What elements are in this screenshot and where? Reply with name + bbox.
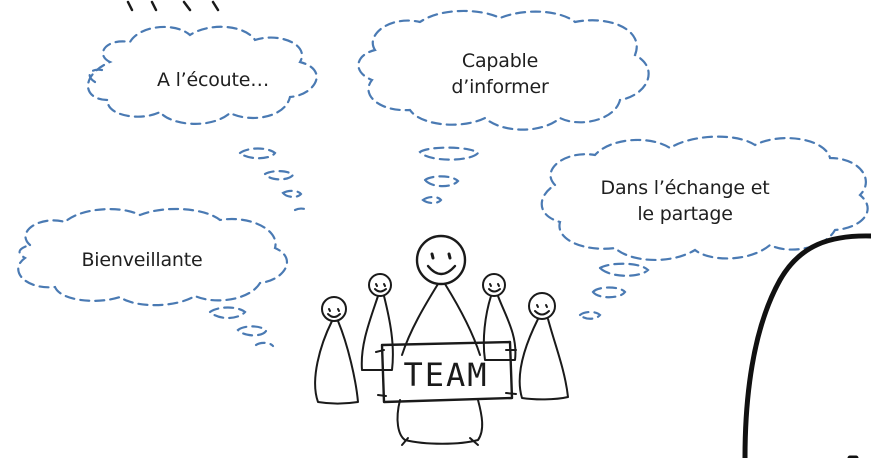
- figure-far-right: [518, 292, 569, 401]
- welcoming-label: Bienveillante: [81, 249, 203, 271]
- thought-text-welcoming: Bienveillante: [62, 247, 222, 273]
- thought-text-informing: Capable d’informer: [430, 48, 570, 100]
- team-sign-label: TEAM: [403, 356, 488, 394]
- cropped-header-remnant: [126, 0, 220, 12]
- figure-far-left: [314, 296, 359, 405]
- sharing-line-1: Dans l’échange et: [600, 177, 770, 199]
- thought-text-listening: A l’écoute…: [138, 67, 288, 93]
- thought-bubble-sharing: [540, 135, 869, 320]
- team-figures: TEAM: [314, 234, 569, 446]
- informing-line-1: Capable: [461, 50, 539, 72]
- thought-bubble-informing: [357, 9, 650, 205]
- sharing-line-2: le partage: [637, 203, 733, 225]
- team-sign: TEAM: [375, 340, 517, 404]
- figure-center-leader: [396, 234, 484, 446]
- thought-bubble-listening: [86, 25, 318, 213]
- thought-bubble-welcoming: [17, 207, 288, 348]
- figure-right: [482, 273, 517, 361]
- large-curve-shape: [742, 233, 871, 458]
- figure-left: [360, 273, 394, 371]
- informing-line-2: d’informer: [451, 76, 549, 98]
- listening-label: A l’écoute…: [156, 69, 270, 91]
- thought-text-sharing: Dans l’échange et le partage: [590, 175, 780, 227]
